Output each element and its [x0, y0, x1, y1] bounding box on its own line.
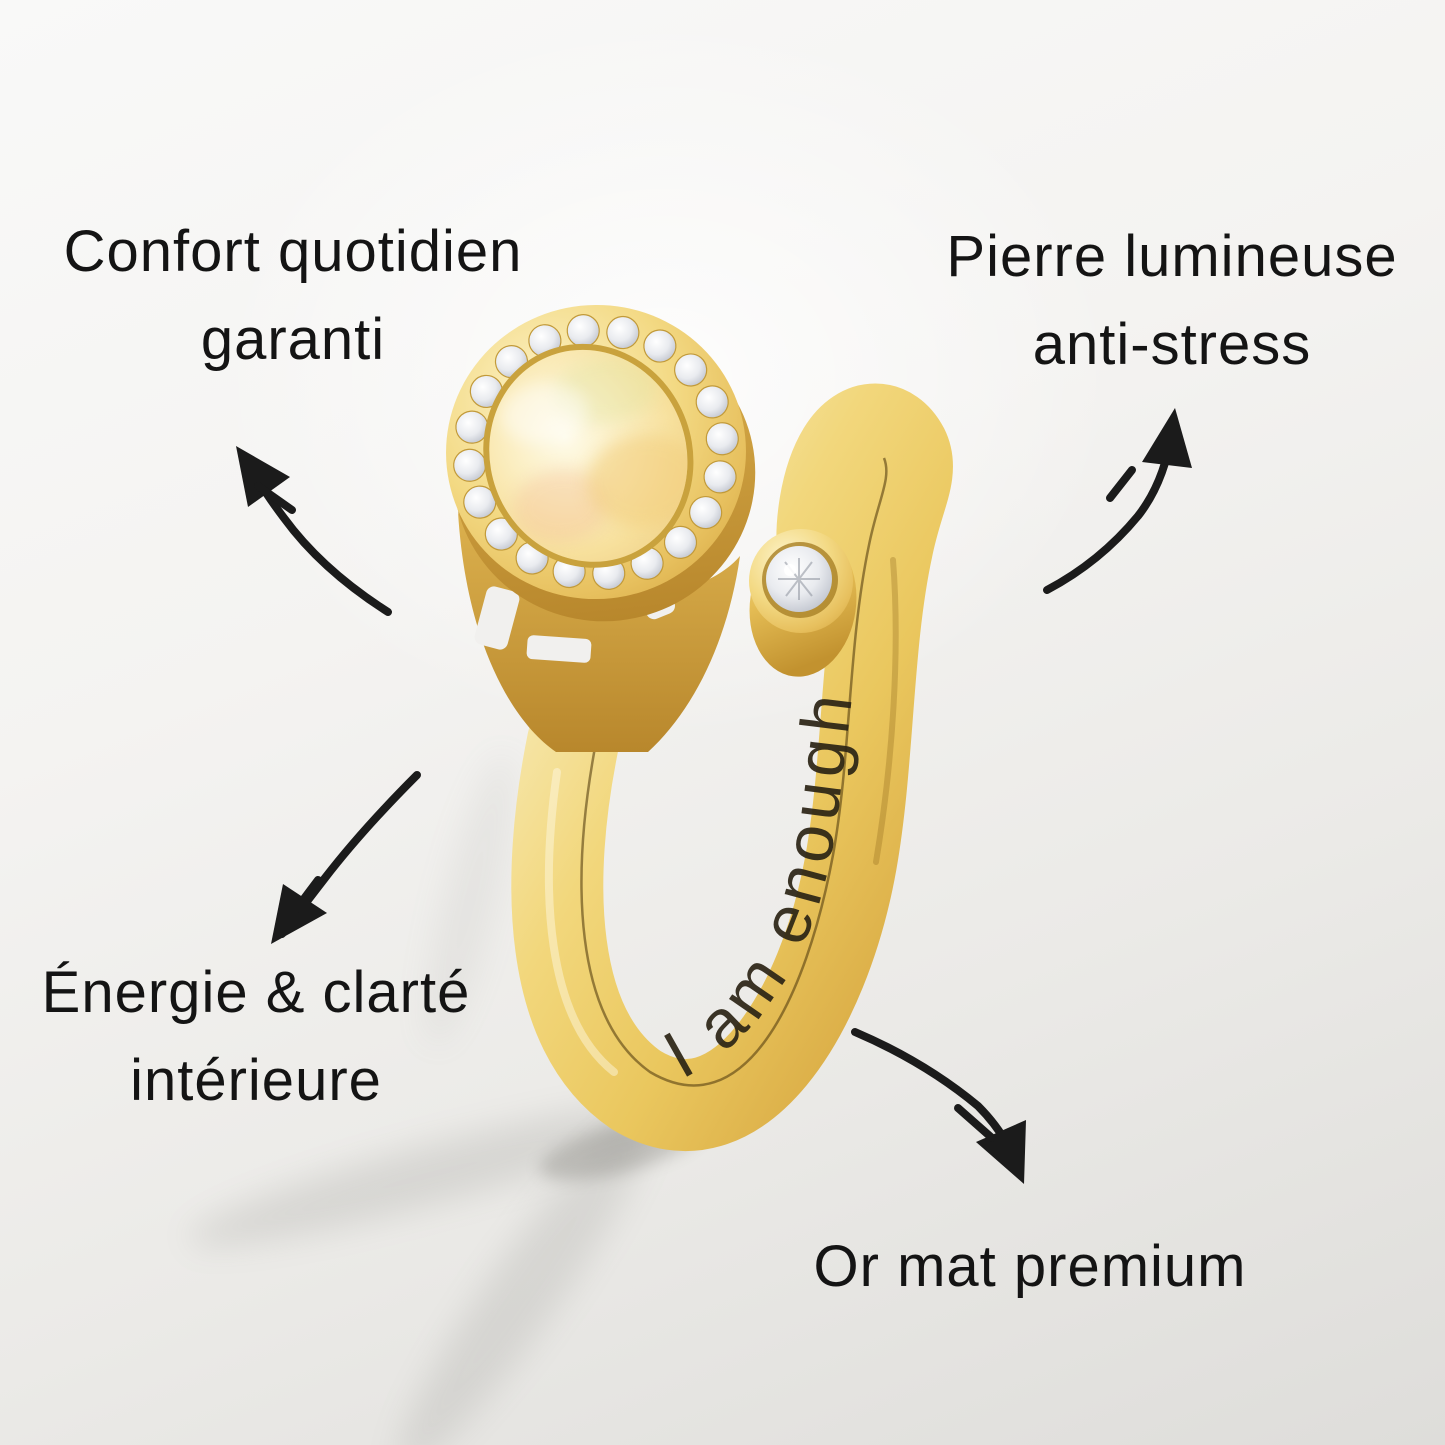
feature-label-comfort-line2: garanti [200, 307, 386, 372]
halo-crystal [663, 525, 698, 559]
opal-iridescence [499, 358, 704, 543]
feature-label-stone-line2: anti-stress [1032, 312, 1312, 377]
feature-label-stone-line1: Pierre lumineuse [946, 224, 1398, 289]
band-crease [580, 457, 888, 1087]
ring-shadow [188, 754, 705, 1445]
arrow-top-left-icon [236, 446, 392, 616]
feature-label-energy-line2: intérieure [130, 1048, 382, 1113]
halo-crystal [689, 495, 723, 530]
arrow-bottom-right-icon [851, 1028, 1026, 1184]
gallery-cutout [474, 586, 520, 650]
feature-label-energy: Énergie & clarté intérieure [42, 949, 471, 1125]
halo-crystal [695, 385, 729, 419]
feature-label-stone: Pierre lumineuse anti-stress [946, 213, 1397, 389]
bezel-setting [749, 529, 857, 677]
halo-crystal [606, 315, 640, 350]
halo-crystal [703, 460, 737, 494]
feature-label-energy-line1: Énergie & clarté [41, 960, 471, 1025]
halo-crystal [705, 422, 739, 456]
arrow-bottom-left-icon [271, 771, 421, 944]
gallery-cutout [526, 635, 592, 663]
arrows [236, 408, 1192, 1184]
feature-label-gold: Or mat premium [814, 1223, 1247, 1311]
feature-label-comfort-line1: Confort quotidien [63, 219, 523, 284]
halo-setting [446, 304, 756, 622]
feature-label-comfort: Confort quotidien garanti [64, 208, 523, 384]
halo-crystal [643, 329, 677, 363]
arrow-top-right-icon [1043, 408, 1192, 594]
feature-label-gold-line1: Or mat premium [813, 1234, 1247, 1299]
halo-crystal [674, 353, 708, 387]
